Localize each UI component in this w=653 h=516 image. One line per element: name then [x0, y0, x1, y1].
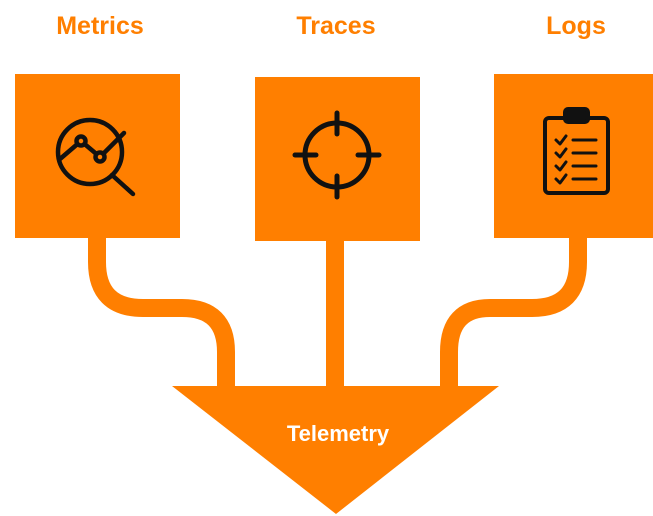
source-metrics: Metrics: [15, 12, 180, 238]
connectors: [88, 236, 587, 392]
source-label-traces: Traces: [296, 12, 375, 40]
source-box-traces: [255, 77, 420, 241]
source-traces: Traces: [255, 12, 420, 241]
source-logs: Logs: [494, 12, 653, 238]
crosshair-icon: [292, 110, 382, 200]
source-box-logs: [494, 74, 653, 238]
target-telemetry: Telemetry: [172, 386, 499, 514]
connector-logs: [440, 236, 587, 392]
target-label-telemetry: Telemetry: [287, 421, 390, 446]
telemetry-arrow: [172, 386, 499, 514]
source-label-logs: Logs: [546, 12, 606, 40]
clipboard-checklist-icon: [543, 107, 610, 195]
connector-metrics: [88, 236, 235, 392]
source-label-metrics: Metrics: [56, 12, 144, 40]
chart-magnifier-icon: [55, 117, 136, 197]
